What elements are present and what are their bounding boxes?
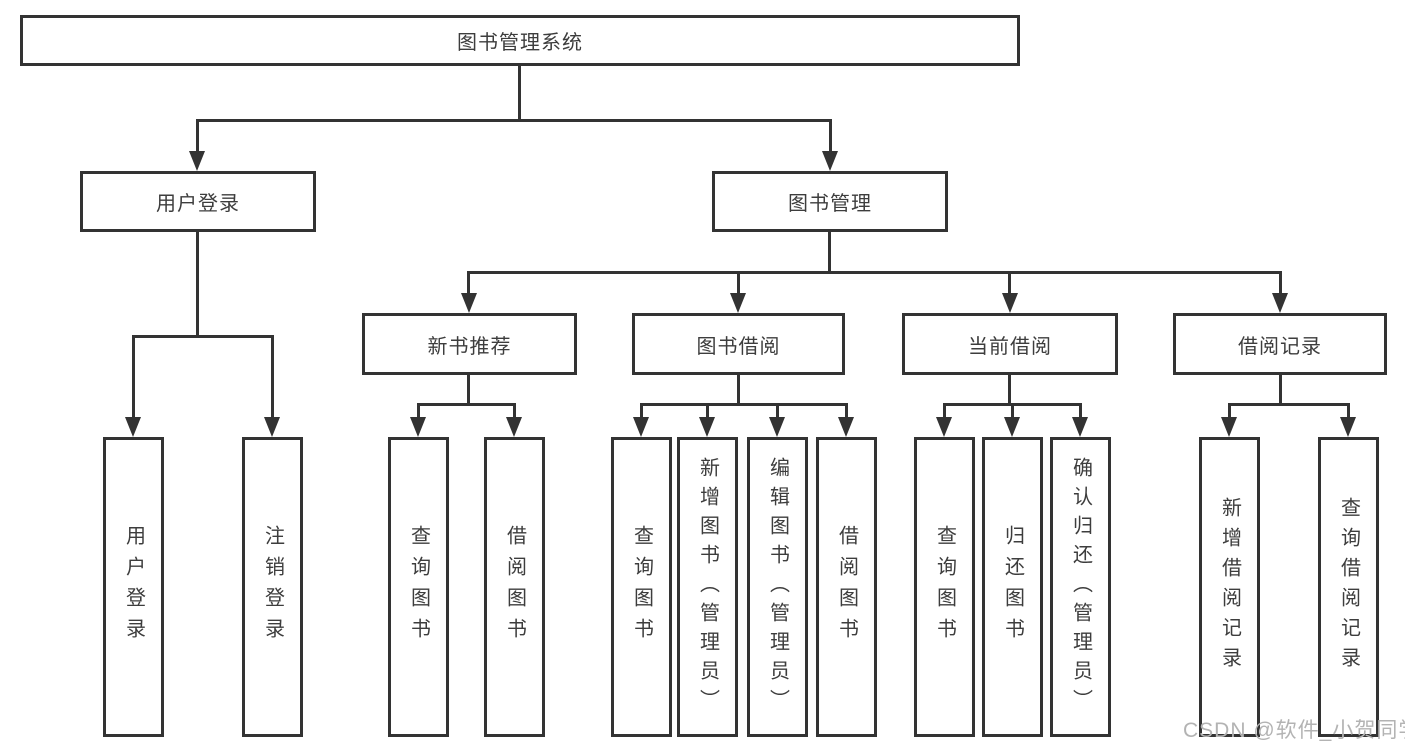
arrow-down-icon xyxy=(1072,417,1088,437)
leaf-borrow-books-1: 借阅图书 xyxy=(484,437,545,737)
arrow-down-icon xyxy=(189,151,205,171)
arrow-down-icon xyxy=(1340,417,1356,437)
connector-line xyxy=(467,271,470,295)
connector-line xyxy=(467,271,1282,274)
connector-line xyxy=(776,403,779,419)
connector-line xyxy=(196,119,199,153)
node-label: 当前借阅 xyxy=(968,335,1052,358)
leaf-label: 确认归还（管理员） xyxy=(1069,456,1092,718)
arrow-down-icon xyxy=(730,293,746,313)
connector-line xyxy=(196,119,832,122)
node-root-system: 图书管理系统 xyxy=(20,15,1020,66)
leaf-query-borrow-record: 查询借阅记录 xyxy=(1318,437,1379,737)
connector-line xyxy=(943,403,946,419)
node-book-borrow: 图书借阅 xyxy=(632,313,845,375)
arrow-down-icon xyxy=(125,417,141,437)
connector-line xyxy=(640,403,848,406)
connector-line xyxy=(467,373,470,406)
connector-line xyxy=(1347,403,1350,419)
arrow-down-icon xyxy=(822,151,838,171)
leaf-label: 查询图书 xyxy=(933,525,956,649)
connector-line xyxy=(417,403,516,406)
node-label: 图书借阅 xyxy=(696,335,781,358)
leaf-label: 新增图书（管理员） xyxy=(696,456,719,718)
leaf-label: 注销登录 xyxy=(261,525,284,649)
connector-line xyxy=(1008,373,1011,406)
leaf-label: 用户登录 xyxy=(122,525,145,649)
leaf-label: 新增借阅记录 xyxy=(1218,497,1241,677)
connector-line xyxy=(196,230,199,338)
connector-line xyxy=(1011,403,1014,419)
arrow-down-icon xyxy=(633,417,649,437)
leaf-query-books-3: 查询图书 xyxy=(914,437,975,737)
leaf-query-books-2: 查询图书 xyxy=(611,437,672,737)
leaf-logout: 注销登录 xyxy=(242,437,303,737)
arrow-down-icon xyxy=(936,417,952,437)
connector-line xyxy=(518,64,521,122)
leaf-confirm-return-admin: 确认归还（管理员） xyxy=(1050,437,1111,737)
node-borrow-records: 借阅记录 xyxy=(1173,313,1387,375)
connector-line xyxy=(513,403,516,419)
arrow-down-icon xyxy=(1004,417,1020,437)
leaf-label: 借阅图书 xyxy=(503,525,526,649)
csdn-watermark: CSDN @软件_小贺同学 xyxy=(1183,719,1405,742)
connector-line xyxy=(132,335,274,338)
connector-line xyxy=(1228,403,1350,406)
connector-line xyxy=(1279,373,1282,406)
node-label: 借阅记录 xyxy=(1238,335,1322,358)
node-current-borrow: 当前借阅 xyxy=(902,313,1118,375)
leaf-user-login: 用户登录 xyxy=(103,437,164,737)
connector-line xyxy=(640,403,643,419)
leaf-label: 查询借阅记录 xyxy=(1337,497,1360,677)
connector-line xyxy=(829,119,832,153)
arrow-down-icon xyxy=(506,417,522,437)
connector-line xyxy=(132,335,135,419)
arrow-down-icon xyxy=(769,417,785,437)
leaf-label: 编辑图书（管理员） xyxy=(766,456,789,718)
connector-line xyxy=(271,335,274,419)
leaf-label: 借阅图书 xyxy=(835,525,858,649)
arrow-down-icon xyxy=(461,293,477,313)
node-label: 图书管理系统 xyxy=(457,32,583,54)
node-book-management-branch: 图书管理 xyxy=(712,171,948,232)
node-label: 用户登录 xyxy=(156,193,240,215)
arrow-down-icon xyxy=(699,417,715,437)
arrow-down-icon xyxy=(264,417,280,437)
connector-line xyxy=(1079,403,1082,419)
connector-line xyxy=(706,403,709,419)
leaf-borrow-books-2: 借阅图书 xyxy=(816,437,877,737)
node-new-book-recommend: 新书推荐 xyxy=(362,313,577,375)
arrow-down-icon xyxy=(1002,293,1018,313)
connector-line xyxy=(845,403,848,419)
arrow-down-icon xyxy=(1221,417,1237,437)
connector-line xyxy=(1279,271,1282,295)
connector-line xyxy=(1008,271,1011,295)
connector-line xyxy=(737,373,740,406)
leaf-return-books: 归还图书 xyxy=(982,437,1043,737)
leaf-add-borrow-record: 新增借阅记录 xyxy=(1199,437,1260,737)
leaf-add-books-admin: 新增图书（管理员） xyxy=(677,437,738,737)
connector-line xyxy=(417,403,420,419)
arrow-down-icon xyxy=(1272,293,1288,313)
arrow-down-icon xyxy=(838,417,854,437)
leaf-edit-books-admin: 编辑图书（管理员） xyxy=(747,437,808,737)
node-user-login-branch: 用户登录 xyxy=(80,171,316,232)
connector-line xyxy=(737,271,740,295)
leaf-label: 查询图书 xyxy=(407,525,430,649)
leaf-label: 归还图书 xyxy=(1001,525,1024,649)
node-label: 新书推荐 xyxy=(427,335,512,358)
leaf-label: 查询图书 xyxy=(630,525,653,649)
connector-line xyxy=(828,230,831,274)
arrow-down-icon xyxy=(410,417,426,437)
connector-line xyxy=(1228,403,1231,419)
leaf-query-books-1: 查询图书 xyxy=(388,437,449,737)
node-label: 图书管理 xyxy=(788,193,872,215)
